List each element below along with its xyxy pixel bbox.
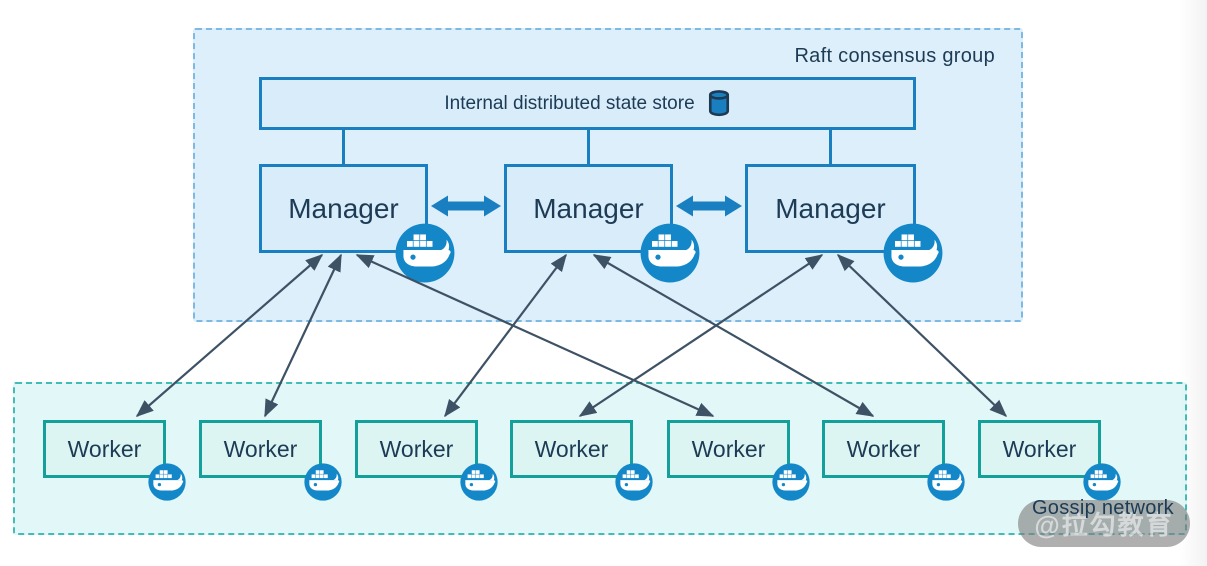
manager-node-2: Manager	[504, 164, 673, 253]
worker-label: Worker	[846, 435, 921, 462]
manager-label: Manager	[288, 192, 399, 224]
docker-whale-icon	[615, 463, 653, 501]
worker-node-4: Worker	[510, 420, 633, 478]
docker-whale-icon	[1083, 463, 1121, 501]
docker-whale-icon	[304, 463, 342, 501]
manager-label: Manager	[533, 192, 644, 224]
worker-node-5: Worker	[667, 420, 790, 478]
worker-label: Worker	[534, 435, 609, 462]
docker-whale-icon	[772, 463, 810, 501]
worker-node-7: Worker	[978, 420, 1101, 478]
internal-state-store-label: Internal distributed state store	[444, 92, 695, 114]
worker-label: Worker	[379, 435, 454, 462]
worker-label: Worker	[67, 435, 142, 462]
worker-node-6: Worker	[822, 420, 945, 478]
manager-node-1: Manager	[259, 164, 428, 253]
watermark-badge: @拉勾教育	[1018, 500, 1190, 547]
gossip-network-label: Gossip network	[1031, 497, 1174, 519]
raft-consensus-group-label: Raft consensus group	[794, 45, 995, 67]
worker-node-1: Worker	[43, 420, 166, 478]
worker-node-3: Worker	[355, 420, 478, 478]
docker-whale-icon	[640, 223, 700, 283]
worker-label: Worker	[691, 435, 766, 462]
manager-label: Manager	[775, 192, 886, 224]
docker-whale-icon	[883, 223, 943, 283]
docker-whale-icon	[395, 223, 455, 283]
internal-state-store-node: Internal distributed state store	[259, 77, 916, 130]
worker-label: Worker	[1002, 435, 1077, 462]
docker-whale-icon	[460, 463, 498, 501]
watermark-text: @拉勾教育	[1034, 510, 1174, 540]
docker-whale-icon	[148, 463, 186, 501]
database-cylinder-icon	[708, 90, 729, 117]
worker-label: Worker	[223, 435, 298, 462]
manager-node-3: Manager	[745, 164, 916, 253]
docker-whale-icon	[927, 463, 965, 501]
page-edge-shadow	[1179, 0, 1207, 566]
worker-node-2: Worker	[199, 420, 322, 478]
